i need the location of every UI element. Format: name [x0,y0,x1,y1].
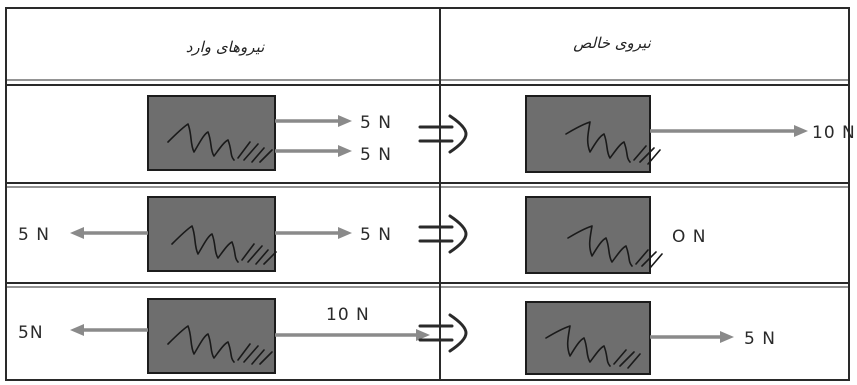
force-arrowhead [70,324,84,336]
force-arrowhead [720,331,734,343]
force-arrowhead [338,115,352,127]
block-applied [147,298,276,374]
force-arrowhead [338,145,352,157]
net-force-label: O N [672,227,707,247]
implies-sign [448,313,468,353]
force-arrowhead [70,227,84,239]
table-frame [5,7,850,381]
row-1: 5 N 5 N 10 N [147,95,856,173]
force-arrowhead [338,227,352,239]
force-label: 5 N [18,225,50,245]
force-label: 5 N [360,145,392,165]
header-net-force: نیروی خالص [573,34,651,52]
force-arrowhead [416,329,430,341]
force-label: 5 N [360,225,392,245]
header-applied-forces: نیروهای وارد [186,38,265,56]
force-label: 5 N [360,113,392,133]
block-applied [147,95,276,171]
force-label: 10 N [326,305,370,325]
implies-sign [448,214,468,254]
block-net [525,196,651,274]
net-force-label: 10 N [812,123,856,143]
force-label: 5N [18,323,44,343]
implies-sign [448,114,468,154]
row-2: 5 N 5 N O N [18,196,707,274]
force-arrowhead [794,125,808,137]
net-force-label: 5 N [744,329,776,349]
row-3: 5N 10 N 5 N [18,298,776,375]
